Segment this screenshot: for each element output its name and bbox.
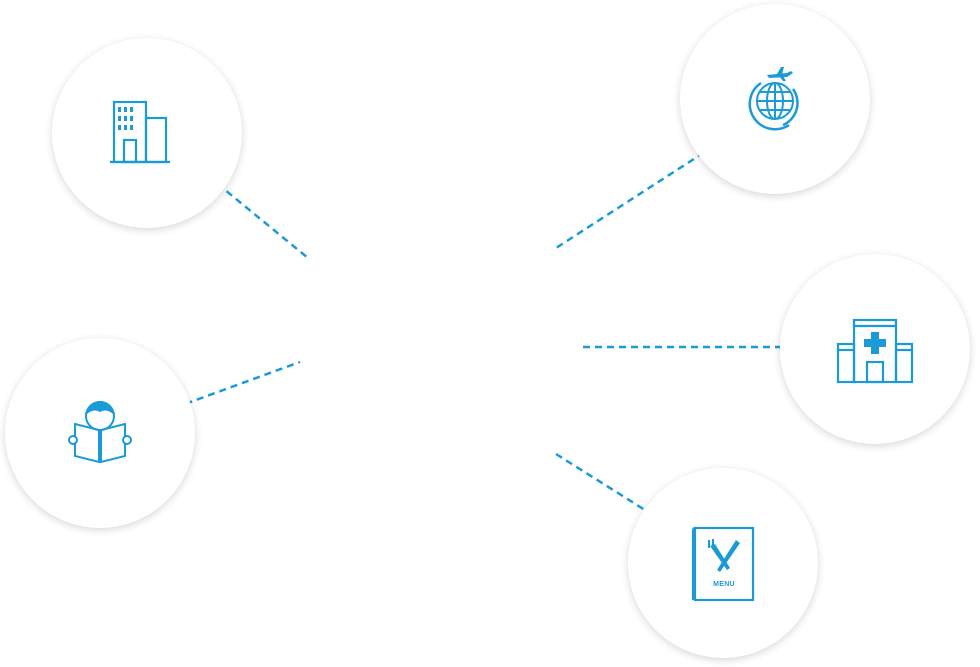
- hospital-node: [780, 254, 970, 444]
- menu-label: MENU: [713, 581, 735, 588]
- person-reading-book-icon: [68, 401, 132, 464]
- hospital-icon: [836, 318, 914, 384]
- globe-airplane-icon: [748, 67, 799, 131]
- menu-node: MENU: [628, 468, 818, 658]
- travel-node: [680, 4, 870, 194]
- office-node: [52, 38, 242, 228]
- connector-office: [207, 175, 309, 259]
- connector-menu: [555, 452, 665, 524]
- reading-node: [5, 338, 195, 528]
- office-building-icon: [110, 100, 170, 164]
- restaurant-menu-icon: MENU: [691, 526, 755, 602]
- connector-travel: [555, 144, 715, 250]
